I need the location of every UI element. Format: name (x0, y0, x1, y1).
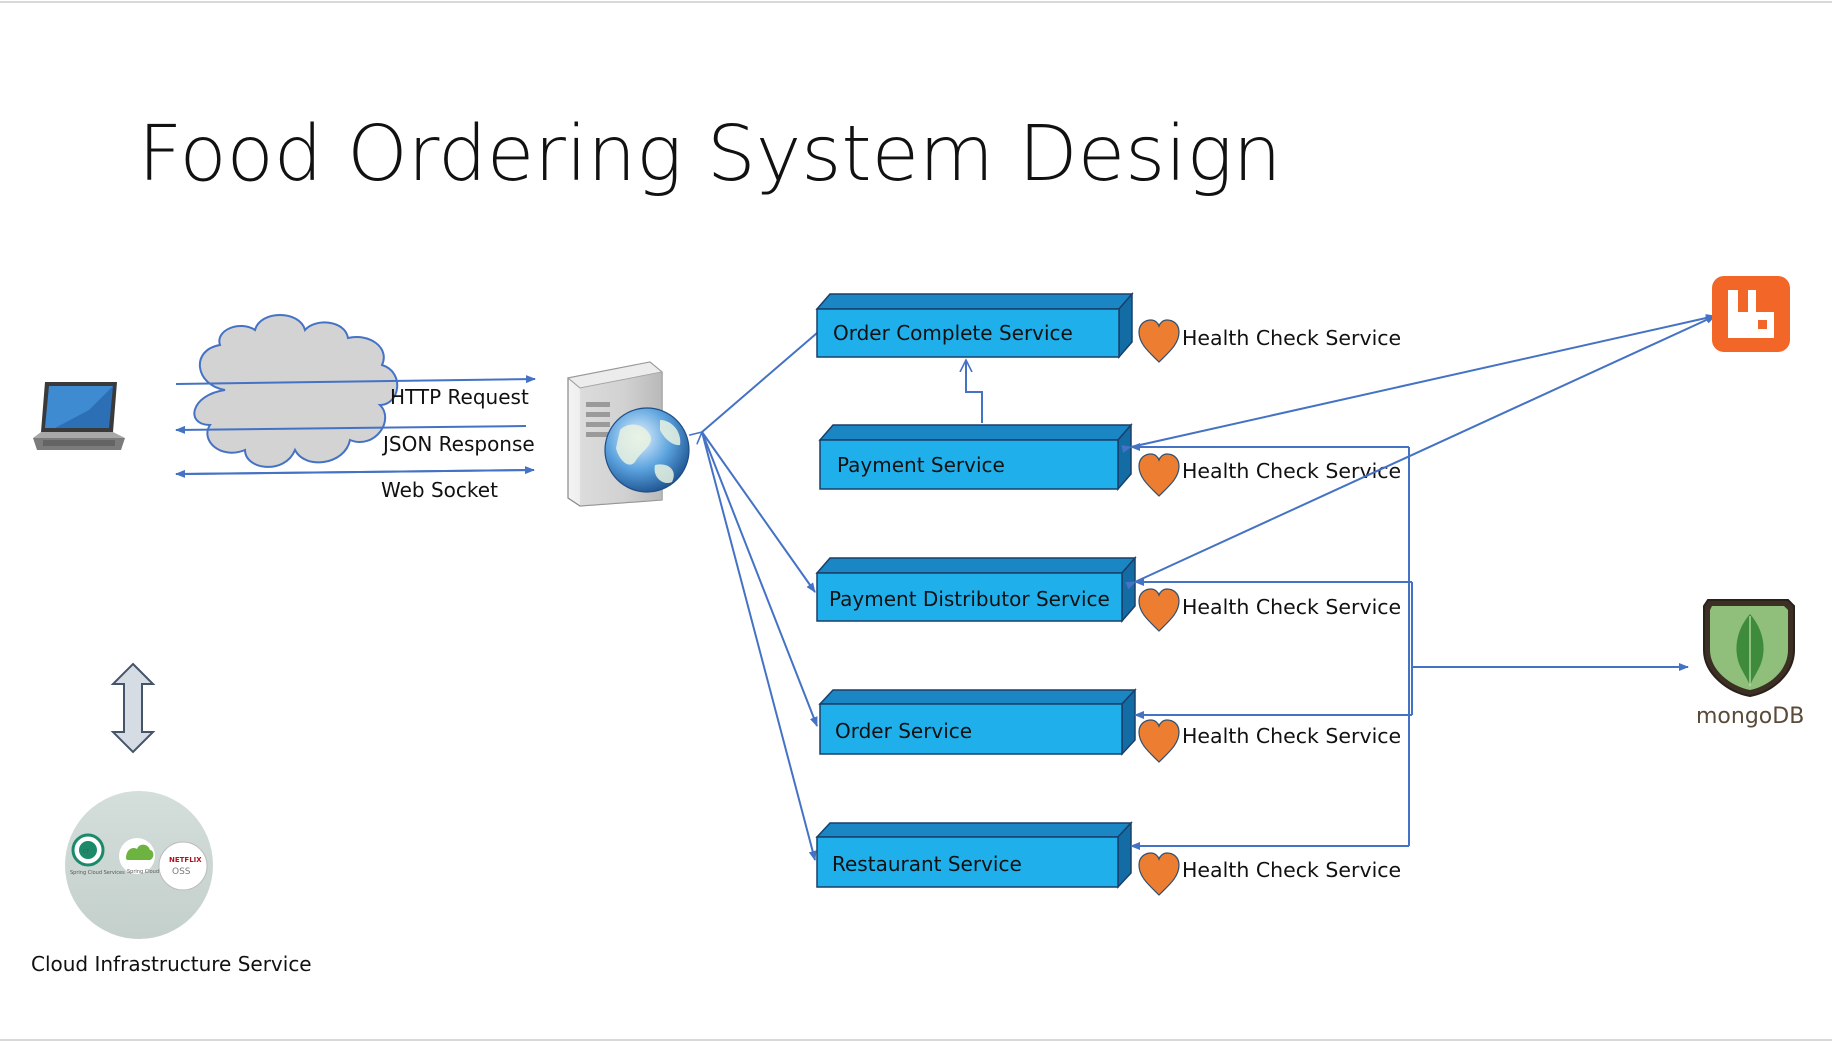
netflix-text: NETFLIX (169, 856, 202, 864)
cloud-infrastructure-label: Cloud Infrastructure Service (31, 952, 312, 976)
laptop-icon (33, 382, 125, 450)
server-to-restaurant-arrow (701, 431, 817, 861)
netflix-oss-icon: NETFLIX OSS (158, 841, 208, 891)
http-request-label: HTTP Request (390, 385, 529, 409)
cloud-infrastructure-logo: CF Spring Cloud Services Spring Cloud NE… (65, 791, 213, 939)
health-check-label-4: Health Check Service (1182, 724, 1401, 748)
web-socket-arrow-left (175, 469, 535, 478)
json-response-arrow (175, 425, 527, 434)
service-label-restaurant: Restaurant Service (832, 852, 1022, 876)
service-label-order: Order Service (835, 719, 972, 743)
service-label-payment-distributor: Payment Distributor Service (829, 587, 1110, 611)
json-response-label: JSON Response (381, 432, 535, 456)
http-request-arrow (175, 375, 536, 385)
service-box-order: Order Service (818, 688, 1137, 756)
globe-icon (604, 407, 690, 493)
service-box-payment: Payment Service (818, 422, 1133, 492)
heart-icon (1138, 719, 1180, 763)
payment-distributor-rabbitmq-arrow (1125, 315, 1716, 590)
service-label-payment: Payment Service (837, 453, 1005, 477)
rabbitmq-icon (1712, 276, 1790, 352)
mongodb-label: mongoDB (1696, 704, 1804, 729)
web-socket-label: Web Socket (381, 478, 498, 502)
mongodb-leaf-icon (1703, 599, 1795, 698)
server-to-payment-distributor-arrow (701, 431, 816, 593)
spring-cloud-services-text: Spring Cloud Services (70, 870, 125, 876)
health-check-label-1: Health Check Service (1182, 326, 1401, 350)
spring-cloud-services-icon: CF Spring Cloud Services (70, 833, 125, 876)
heart-icon (1138, 852, 1180, 896)
server-to-order-complete-arrow (702, 332, 818, 432)
heart-icon (1138, 319, 1180, 363)
payment-to-order-complete-arrow (966, 360, 983, 423)
service-label-order-complete: Order Complete Service (833, 321, 1073, 345)
health-check-label-5: Health Check Service (1182, 858, 1401, 882)
service-box-payment-distributor: Payment Distributor Service (815, 555, 1137, 624)
page-title: Food Ordering System Design (138, 110, 1282, 199)
health-check-label-2: Health Check Service (1182, 459, 1401, 483)
service-box-order-complete: Order Complete Service (815, 291, 1134, 360)
heart-icon (1138, 588, 1180, 632)
service-box-restaurant: Restaurant Service (815, 821, 1133, 889)
oss-text: OSS (172, 867, 191, 877)
mongodb-bus (1130, 443, 1689, 850)
heart-icon (1138, 453, 1180, 497)
cloud-icon (193, 314, 399, 468)
server-to-order-service-arrow (701, 431, 818, 727)
double-arrow-icon (110, 662, 156, 754)
spring-cloud-icon: Spring Cloud (119, 838, 159, 875)
health-check-label-3: Health Check Service (1182, 595, 1401, 619)
svg-text:CF: CF (83, 849, 89, 855)
spring-cloud-text: Spring Cloud (127, 869, 159, 875)
